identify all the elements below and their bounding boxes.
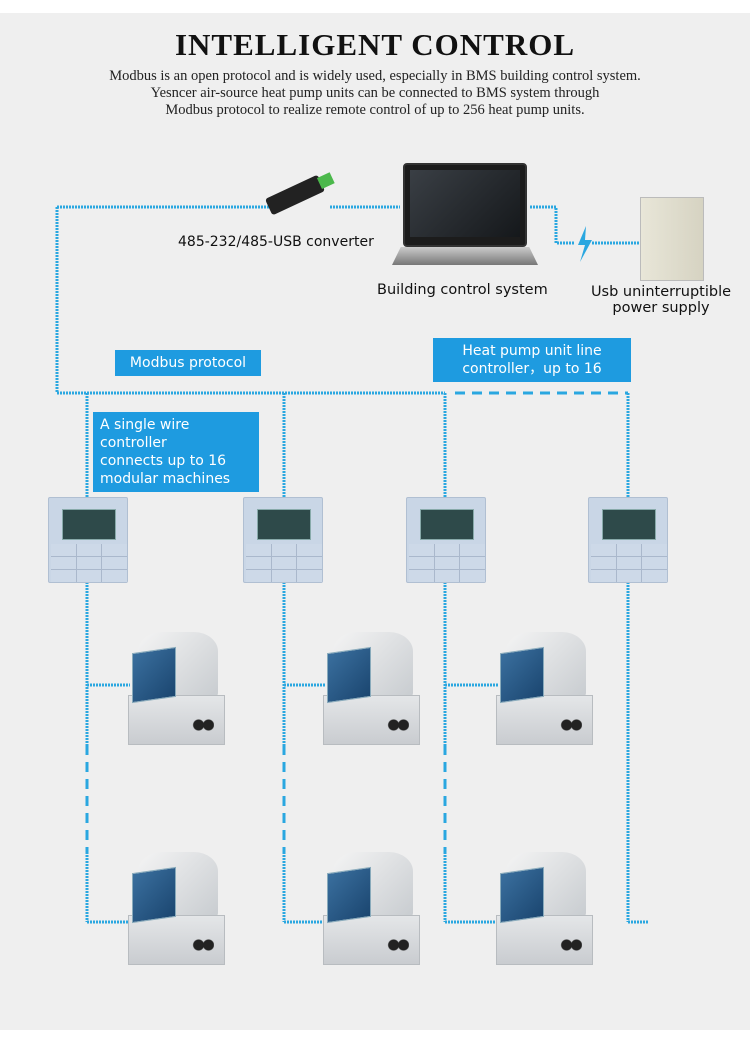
ups-device — [640, 197, 704, 281]
bus-line — [55, 205, 640, 395]
label-line: modular machines — [100, 471, 231, 487]
single-wire-label: A single wire controller connects up to … — [93, 412, 259, 492]
wire-controller — [48, 497, 128, 583]
page-title: INTELLIGENT CONTROL — [174, 27, 575, 62]
ups-label-line: power supply — [612, 300, 710, 316]
description-line: Yesncer air-source heat pump units can b… — [150, 85, 600, 101]
heat-pump-unit — [128, 632, 225, 745]
unit-branch — [87, 683, 648, 924]
unit-line — [85, 582, 630, 922]
converter-label: 485-232/485-USB converter — [178, 234, 374, 250]
wire-controller — [243, 497, 323, 583]
laptop — [392, 163, 538, 268]
controller-drop — [85, 393, 630, 497]
description-line: Modbus is an open protocol and is widely… — [109, 68, 641, 84]
description: Modbus is an open protocol and is widely… — [0, 68, 750, 119]
bcs-label: Building control system — [377, 282, 548, 298]
lightning-icon — [578, 226, 592, 262]
description-line: Modbus protocol to realize remote contro… — [165, 102, 585, 118]
label-line: connects up to 16 — [100, 453, 227, 469]
heat-pump-unit — [323, 632, 420, 745]
ups-label: Usb uninterruptible power supply — [585, 284, 737, 316]
ups-label-line: Usb uninterruptible — [590, 284, 732, 300]
line-controller-label: Heat pump unit line controller，up to 16 — [433, 338, 631, 382]
wire-controller — [406, 497, 486, 583]
heat-pump-unit — [128, 852, 225, 965]
label-line: Heat pump unit line — [462, 343, 602, 359]
dashed-bus — [85, 391, 628, 852]
label-line: controller，up to 16 — [462, 361, 602, 377]
label-line: A single wire controller — [100, 417, 190, 451]
wire-controller — [588, 497, 668, 583]
heat-pump-unit — [496, 632, 593, 745]
modbus-label: Modbus protocol — [115, 350, 261, 376]
heat-pump-unit — [323, 852, 420, 965]
heat-pump-unit — [496, 852, 593, 965]
